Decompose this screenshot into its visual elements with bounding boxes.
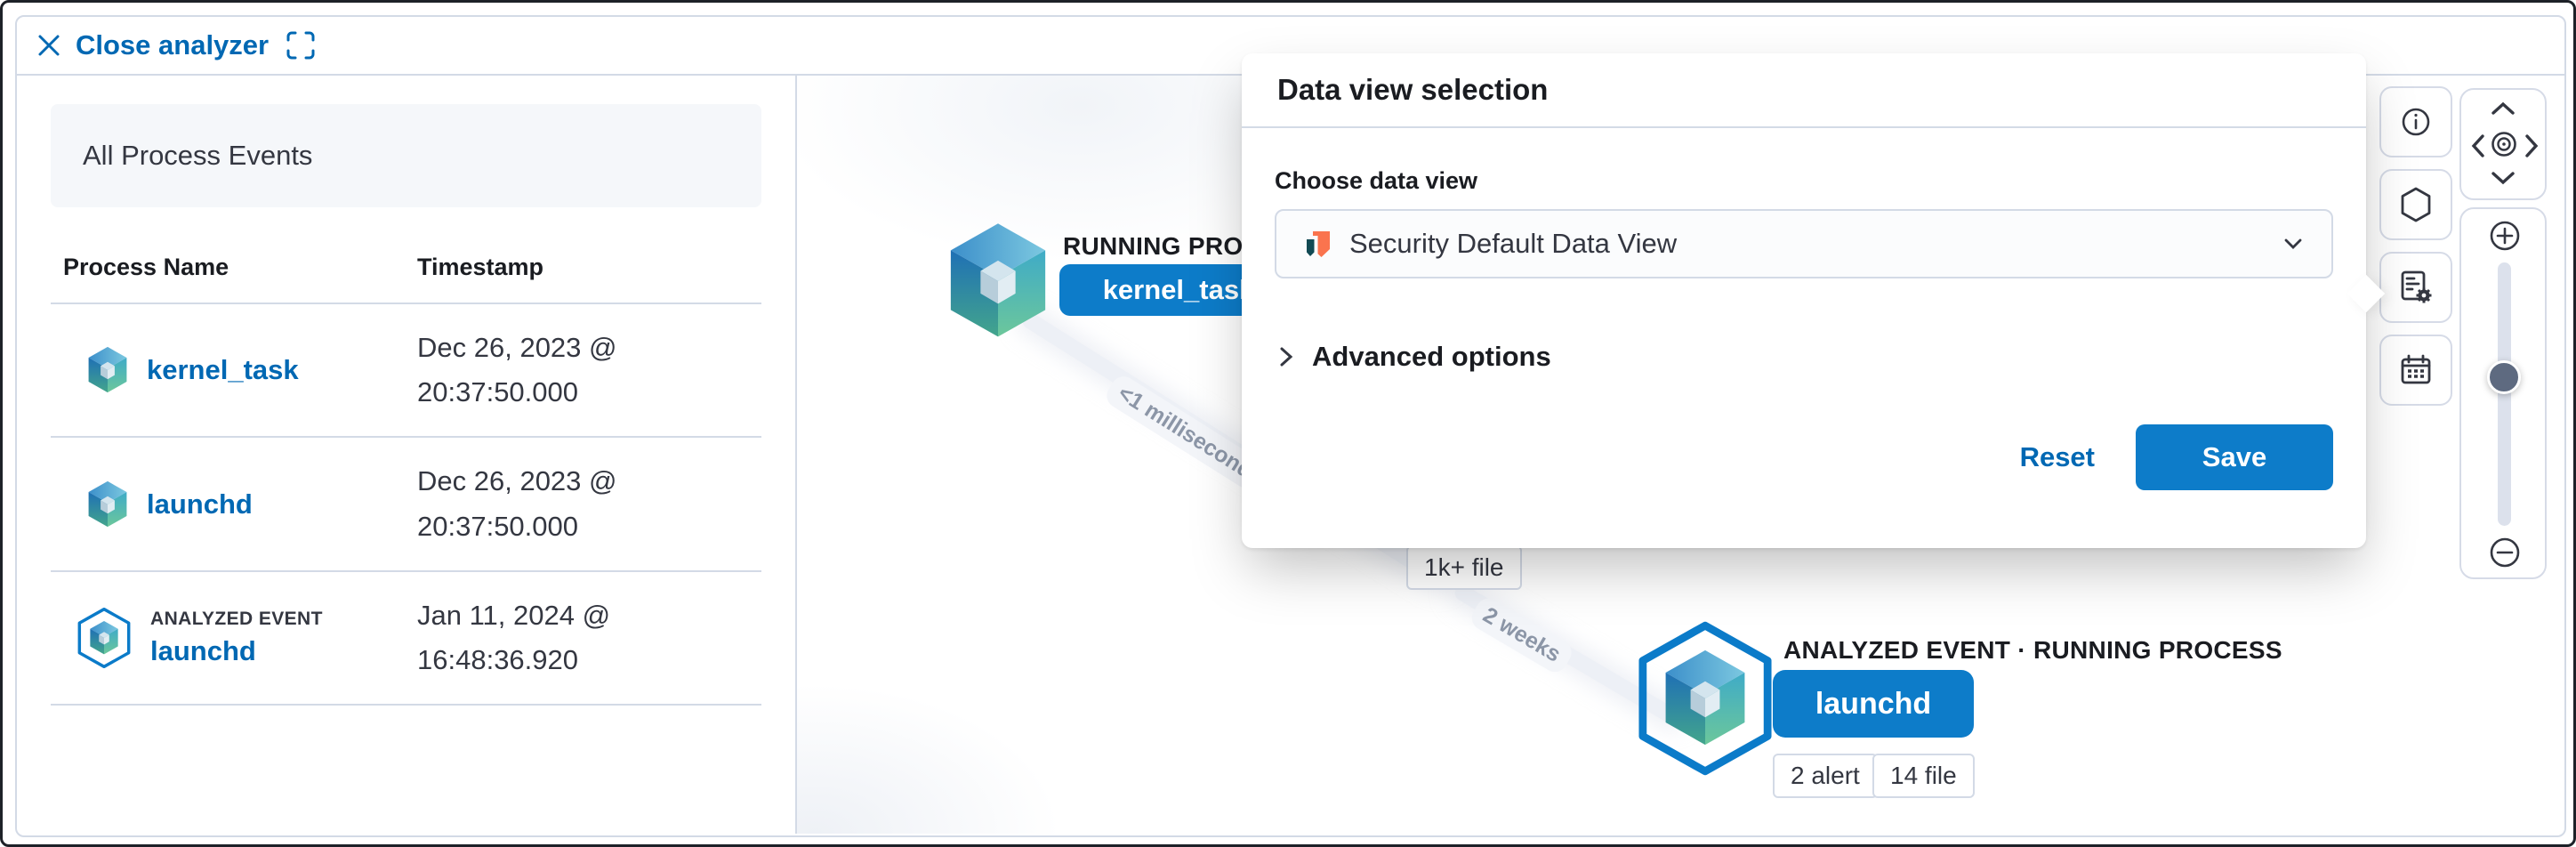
- center-camera-icon[interactable]: [2490, 130, 2518, 158]
- advanced-options-toggle[interactable]: Advanced options: [1275, 341, 2333, 373]
- popover-header: Data view selection: [1242, 53, 2366, 128]
- info-icon: [2402, 108, 2430, 136]
- process-events-panel: All Process Events Process Name Timestam…: [17, 76, 797, 834]
- process-link[interactable]: launchd: [147, 488, 253, 520]
- timestamp-line1: Dec 26, 2023 @: [417, 465, 617, 497]
- cube-icon: [86, 346, 129, 394]
- nav-down-icon[interactable]: [2490, 168, 2516, 188]
- cube-icon: [86, 480, 129, 528]
- data-view-button[interactable]: [2379, 252, 2452, 323]
- date-picker-button[interactable]: [2379, 335, 2452, 406]
- nav-left-icon[interactable]: [2468, 133, 2488, 159]
- popover-footer: Reset Save: [1275, 424, 2333, 490]
- nav-right-icon[interactable]: [2522, 133, 2541, 159]
- data-view-popover: Data view selection Choose data view Sec…: [1242, 53, 2366, 548]
- node-legend-button[interactable]: [2379, 86, 2452, 157]
- zoom-slider-track[interactable]: [2498, 262, 2511, 526]
- selected-data-view: Security Default Data View: [1349, 228, 1678, 259]
- data-view-gear-icon: [2401, 270, 2432, 303]
- nav-up-icon[interactable]: [2490, 99, 2516, 118]
- analyzed-node-cube-icon[interactable]: [1661, 649, 1750, 748]
- timestamp-cell: Dec 26, 2023 @ 20:37:50.000: [417, 459, 761, 548]
- chevron-right-icon: [1280, 347, 1293, 367]
- popover-body: Choose data view Security Default Data V…: [1242, 128, 2366, 490]
- choose-data-view-label: Choose data view: [1275, 167, 1478, 194]
- hexagon-icon: [2401, 187, 2431, 222]
- alert-count-badge[interactable]: 2 alert: [1773, 754, 1878, 798]
- column-process-name: Process Name: [63, 254, 229, 280]
- timestamp-line2: 20:37:50.000: [417, 376, 579, 408]
- timestamp-cell: Dec 26, 2023 @ 20:37:50.000: [417, 326, 761, 415]
- table-row: launchd Dec 26, 2023 @ 20:37:50.000: [51, 436, 761, 569]
- popover-title: Data view selection: [1277, 73, 1549, 106]
- analyzed-event-label: ANALYZED EVENT: [150, 609, 323, 630]
- process-link[interactable]: launchd: [150, 635, 256, 667]
- save-button[interactable]: Save: [2136, 424, 2333, 490]
- schema-info-button[interactable]: [2379, 169, 2452, 240]
- close-analyzer-label[interactable]: Close analyzer: [76, 29, 270, 60]
- timestamp-cell: Jan 11, 2024 @ 16:48:36.920: [417, 593, 761, 682]
- camera-nav-pad: [2459, 88, 2547, 200]
- timestamp-line1: Jan 11, 2024 @: [417, 599, 611, 631]
- data-view-select[interactable]: Security Default Data View: [1275, 209, 2333, 278]
- zoom-in-icon[interactable]: [2489, 220, 2521, 252]
- process-name-cell: ANALYZED EVENT launchd: [51, 607, 417, 669]
- zoom-out-icon[interactable]: [2489, 536, 2521, 569]
- chevron-down-icon: [2284, 238, 2302, 249]
- file-count-badge[interactable]: 1k+ file: [1406, 545, 1522, 590]
- close-analyzer-button[interactable]: Close analyzer: [36, 29, 269, 61]
- zoom-slider-thumb[interactable]: [2487, 360, 2521, 394]
- process-name-cell: launchd: [51, 480, 417, 528]
- zoom-control: [2459, 207, 2547, 579]
- security-shield-icon: [1307, 231, 1330, 257]
- node-type-label: ANALYZED EVENT · RUNNING PROCESS: [1783, 636, 2282, 664]
- timestamp-line1: Dec 26, 2023 @: [417, 332, 617, 363]
- calendar-icon: [2401, 354, 2431, 384]
- hexagon-cube-icon: [77, 607, 131, 669]
- process-name-cell: kernel_task: [51, 346, 417, 394]
- table-header: Process Name Timestamp: [51, 254, 761, 302]
- cube-icon: [89, 620, 119, 656]
- table-row: ANALYZED EVENT launchd Jan 11, 2024 @ 16…: [51, 569, 761, 706]
- reset-button[interactable]: Reset: [2019, 441, 2095, 472]
- column-timestamp: Timestamp: [417, 254, 544, 280]
- file-count-badge[interactable]: 14 file: [1872, 754, 1975, 798]
- close-icon[interactable]: [36, 33, 61, 58]
- process-link[interactable]: kernel_task: [147, 354, 299, 386]
- fullscreen-icon[interactable]: [285, 29, 317, 61]
- panel-title: All Process Events: [83, 140, 313, 171]
- process-name-stack: ANALYZED EVENT launchd: [150, 609, 323, 667]
- analyzed-node-button[interactable]: launchd: [1773, 670, 1974, 738]
- advanced-options-label: Advanced options: [1312, 341, 1551, 372]
- timestamp-line2: 16:48:36.920: [417, 644, 579, 676]
- process-node-cube-icon[interactable]: [946, 222, 1051, 341]
- table-row: kernel_task Dec 26, 2023 @ 20:37:50.000: [51, 302, 761, 436]
- panel-title-box: All Process Events: [51, 104, 761, 207]
- timestamp-line2: 20:37:50.000: [417, 510, 579, 542]
